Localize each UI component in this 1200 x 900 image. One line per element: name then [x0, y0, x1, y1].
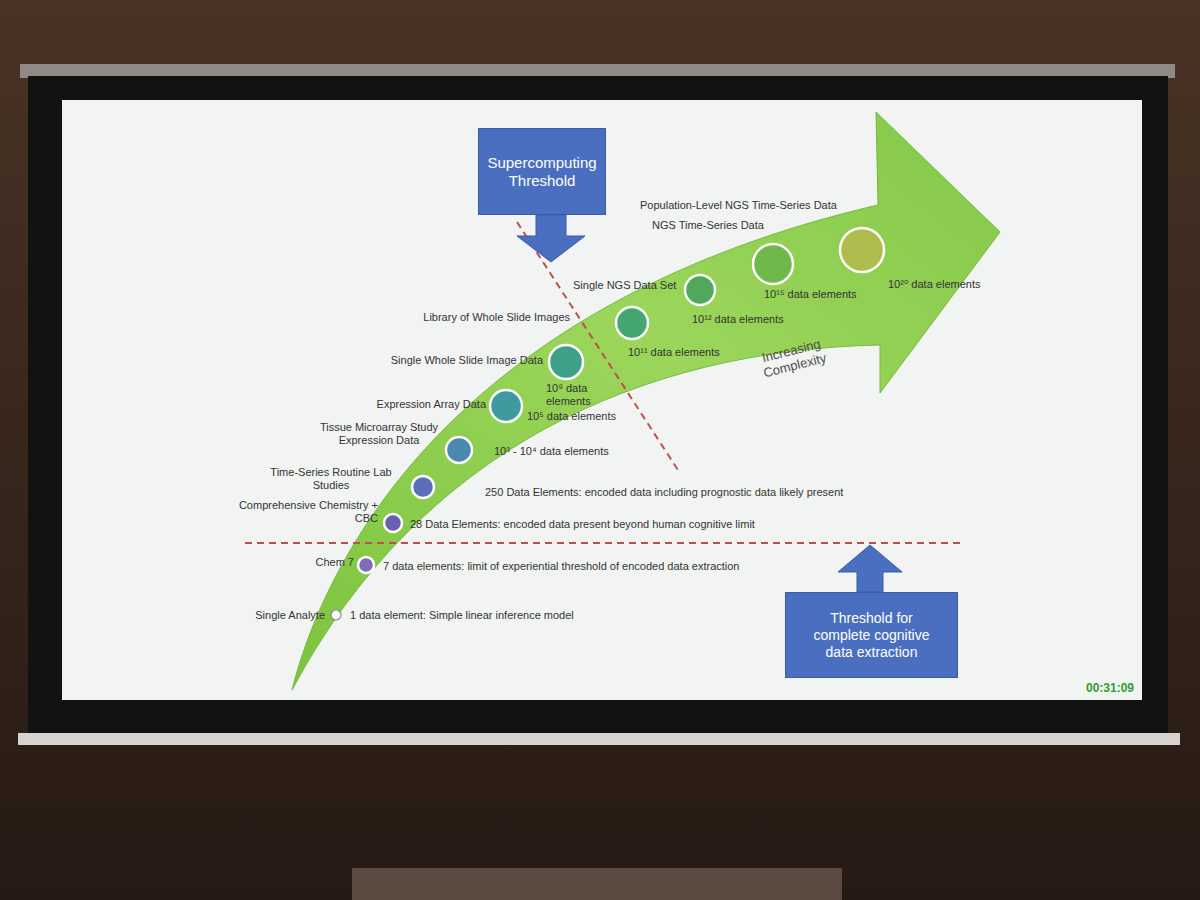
circle-shape: [682, 272, 718, 308]
data-dot: [616, 307, 648, 339]
data-scale-circle: Time-Series Routine Lab Studies250 Data …: [409, 473, 437, 501]
data-dot: [685, 275, 715, 305]
box-title: Supercomputing Threshold: [485, 154, 599, 190]
data-type-label: Library of Whole Slide Images: [350, 311, 570, 324]
slide-ground: [62, 100, 1142, 700]
data-type-label: Single Whole Slide Image Data: [323, 354, 543, 367]
circle-shape: [409, 473, 437, 501]
circle-shape: [355, 554, 377, 576]
data-scale-circle: Chem 77 data elements: limit of experien…: [355, 554, 377, 576]
data-scale-circle: Library of Whole Slide Images10¹¹ data e…: [613, 304, 651, 342]
data-scale-circle: Expression Array Data10⁵ data elements: [487, 387, 525, 425]
screen-roller: [18, 733, 1180, 745]
data-dot: [446, 437, 472, 463]
data-dot: [840, 228, 884, 272]
data-type-label: Population-Level NGS Time-Series Data: [640, 199, 837, 212]
down-pointer: [517, 215, 585, 262]
data-dot: [331, 610, 341, 620]
data-dot: [384, 514, 402, 532]
screen-housing: [20, 64, 1175, 78]
data-count-label: 10¹² data elements: [692, 313, 784, 326]
data-count-label: 1 data element: Simple linear inference …: [350, 609, 574, 622]
circle-shape: [837, 225, 887, 275]
data-count-label: 10⁹ data elements: [546, 382, 600, 408]
data-count-label: 28 Data Elements: encoded data present b…: [410, 518, 755, 531]
data-dot: [753, 244, 793, 284]
threshold-box: Supercomputing Threshold: [478, 128, 606, 215]
data-type-label: NGS Time-Series Data: [652, 219, 764, 232]
data-dot: [549, 345, 583, 379]
data-scale-circle: NGS Time-Series Data10¹⁵ data elements: [750, 241, 796, 287]
data-type-label: Expression Array Data: [286, 398, 486, 411]
circle-shape: [487, 387, 525, 425]
data-count-label: 10²⁰ data elements: [888, 278, 980, 291]
circle-shape: [443, 434, 475, 466]
data-count-label: 250 Data Elements: encoded data includin…: [485, 486, 843, 499]
up-pointer: [838, 545, 902, 592]
data-type-label: Single NGS Data Set: [573, 279, 676, 292]
circle-shape: [381, 511, 405, 535]
data-dot: [412, 476, 434, 498]
data-scale-circle: Single Whole Slide Image Data10⁹ data el…: [546, 342, 586, 382]
box-title: Threshold for complete cognitive data ex…: [804, 610, 939, 661]
data-count-label: 10¹¹ data elements: [628, 346, 720, 359]
circle-shape: [613, 304, 651, 342]
threshold-box: Threshold for complete cognitive data ex…: [785, 592, 958, 678]
data-type-label: Comprehensive Chemistry + CBC: [228, 499, 378, 525]
data-type-label: Chem 7: [234, 556, 354, 569]
data-scale-circle: Tissue Microarray Study Expression Data1…: [443, 434, 475, 466]
data-type-label: Tissue Microarray Study Expression Data: [314, 421, 444, 447]
data-type-label: Time-Series Routine Lab Studies: [258, 466, 404, 492]
data-count-label: 10⁵ data elements: [527, 410, 616, 423]
data-type-label: Single Analyte: [205, 609, 325, 622]
circle-shape: [328, 607, 344, 623]
data-scale-circle: Single NGS Data Set10¹² data elements: [682, 272, 718, 308]
circle-shape: [546, 342, 586, 382]
presentation-timer: 00:31:09: [1080, 681, 1140, 695]
cognitive-threshold-line: [245, 542, 960, 544]
data-count-label: 10³ - 10⁴ data elements: [494, 445, 609, 458]
data-count-label: 7 data elements: limit of experiential t…: [383, 560, 740, 573]
data-scale-circle: Population-Level NGS Time-Series Data10²…: [837, 225, 887, 275]
data-scale-circle: Comprehensive Chemistry + CBC28 Data Ele…: [381, 511, 405, 535]
data-dot: [490, 390, 522, 422]
circle-shape: [750, 241, 796, 287]
data-dot: [358, 557, 374, 573]
screen-border: [28, 76, 1168, 736]
data-count-label: 10¹⁵ data elements: [764, 288, 857, 301]
arrow-caption: Increasing Complexity: [746, 333, 841, 384]
data-scale-circle: Single Analyte1 data element: Simple lin…: [328, 607, 344, 623]
room-fixture: [352, 868, 842, 900]
